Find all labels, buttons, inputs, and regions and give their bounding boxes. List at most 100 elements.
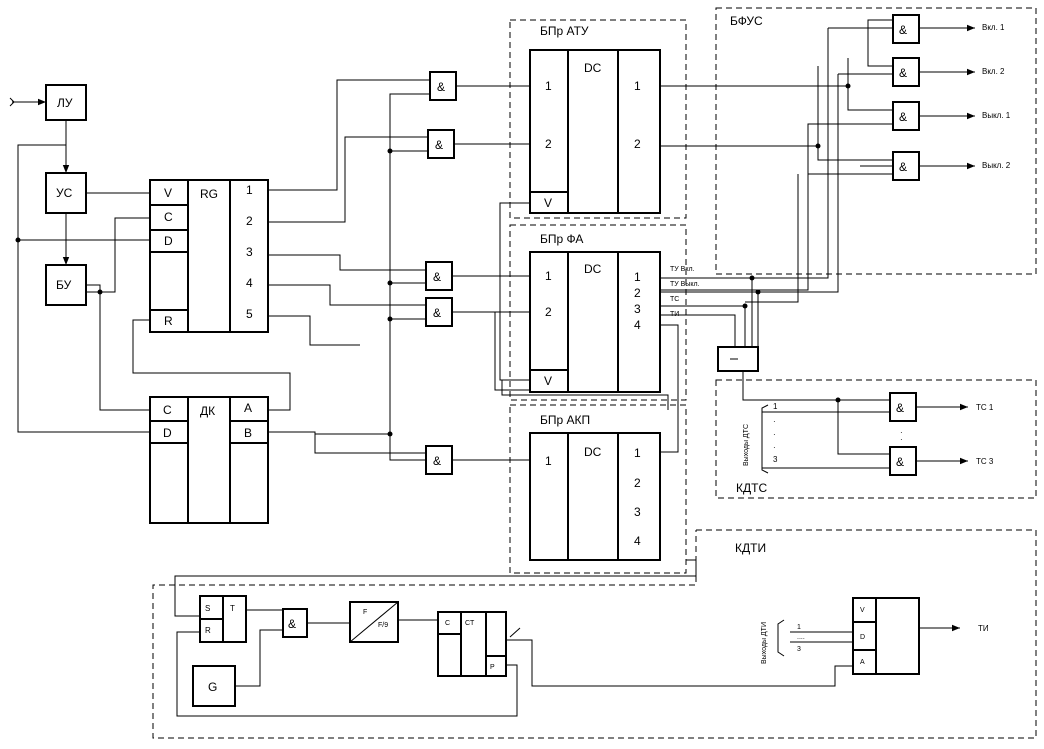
rg-out-1: 1 [246,183,253,197]
group-bfus-frame [715,7,1037,275]
bpr-akp-out-2: 2 [634,476,641,490]
bpr-fa-title: БПр ФА [540,232,583,246]
freq-f9: F/9 [378,622,388,629]
rg-in-r: R [164,314,173,328]
bpr-fa-in-2: 2 [545,305,552,319]
rg-out-2: 2 [246,214,253,228]
bpr-akp-dc-label: DC [584,445,602,459]
bpr-atu-in-1: 1 [545,79,552,93]
bfus-and-2-label: & [899,66,907,80]
dti-block [852,597,920,675]
and-gate-5-label: & [433,454,441,468]
generator [192,665,236,707]
bpr-fa-out-1: 1 [634,270,641,284]
bpr-akp-out-3: 3 [634,505,641,519]
group-bpr-akp-frame [509,404,687,574]
dk-out-a: A [244,401,252,415]
bfus-title: БФУС [730,14,763,28]
group-kdts-frame [715,379,1037,499]
counter-p: P [490,664,495,671]
and-gate-1-label: & [437,80,445,94]
kdts-and-2-label: & [896,455,904,469]
group-bpr-atu-frame [509,19,687,219]
bpr-fa-dc [529,251,661,393]
kdts-in-dot3: · [773,443,776,452]
bu-block [45,264,87,306]
rg-out-3: 3 [246,245,253,259]
bfus-and-3 [892,101,920,131]
bfus-and-2 [892,57,920,87]
bpr-fa-out-3: 3 [634,302,641,316]
dti-v: V [860,607,865,614]
bpr-akp-out-1: 1 [634,446,641,460]
dk-out-b: B [244,426,252,440]
and-gate-2-label: & [435,138,443,152]
us-label: УС [56,186,73,200]
kdts-dots-b: · [900,435,903,444]
trigger-r: R [205,626,211,635]
kdts-inputs-label: Выходы ДТС [743,424,750,466]
bfus-and-4-label: & [899,160,907,174]
bpr-akp-title: БПр АКП [540,413,590,427]
counter-ct-label: CT [465,620,475,627]
bpr-fa-in-1: 1 [545,269,552,283]
kdts-out-ts1: ТС 1 [976,403,994,412]
kdts-out-ts3: ТС 3 [976,457,994,466]
kdts-in-dot1: · [773,417,776,426]
bpr-atu-dc-label: DC [584,61,602,75]
group-kdti-frame [152,529,1037,739]
kdts-in-3: 3 [773,455,778,464]
bpr-akp-out-4: 4 [634,534,641,548]
bpr-atu-dc [529,49,661,214]
bpr-atu-out-1: 1 [634,79,641,93]
dti-a: A [860,659,865,666]
freq-f: F [363,609,367,616]
dti-d: D [860,634,865,641]
dk-block [149,396,269,524]
kdti-and-label: & [288,617,296,631]
fa-label-tu-on: ТУ Вкл. [670,266,695,273]
bpr-atu-title: БПр АТУ [540,24,589,38]
dk-label: ДК [200,404,215,418]
rg-in-v: V [164,186,172,200]
bfus-out-off2: Выкл. 2 [982,161,1011,170]
bpr-akp-in-1: 1 [545,454,552,468]
kdti-in-3: 3 [797,646,801,653]
bfus-out-on2: Вкл. 2 [982,67,1005,76]
generator-label: G [208,680,217,694]
and-gate-1 [429,71,457,101]
kdts-in-dot2: · [773,430,776,439]
rg-in-d: D [164,234,173,248]
bpr-fa-out-4: 4 [634,318,641,332]
rg-label: RG [200,187,218,201]
fa-label-tu-off: ТУ Выкл. [670,281,700,288]
kdti-title: КДТИ [735,541,766,555]
bfus-out-on1: Вкл. 1 [982,23,1005,32]
bpr-atu-out-2: 2 [634,137,641,151]
dk-in-c: C [163,403,172,417]
bfus-and-3-label: & [899,110,907,124]
kdti-and [282,608,308,638]
kdti-in-dots: .... [797,634,805,641]
kdti-inputs-label: Выходы ДТИ [761,622,768,664]
rg-in-c: C [164,210,173,224]
kdts-and-1-label: & [896,401,904,415]
rg-out-5: 5 [246,307,253,321]
bu-label: БУ [56,278,72,292]
and-gate-4-label: & [433,306,441,320]
bfus-out-off1: Выкл. 1 [982,111,1011,120]
dk-in-d: D [163,426,172,440]
counter-c: C [445,620,450,627]
kdts-title: КДТС [736,481,767,495]
kdts-in-1: 1 [773,402,778,411]
counter-ct [437,611,507,677]
bpr-akp-dc [529,432,661,561]
bfus-and-1-label: & [899,23,907,37]
kdts-dots-a: · [900,428,903,437]
bpr-fa-dc-label: DC [584,262,602,276]
and-gate-3-label: & [433,270,441,284]
kdti-in-1: 1 [797,624,801,631]
fa-label-ts: ТС [670,296,679,303]
